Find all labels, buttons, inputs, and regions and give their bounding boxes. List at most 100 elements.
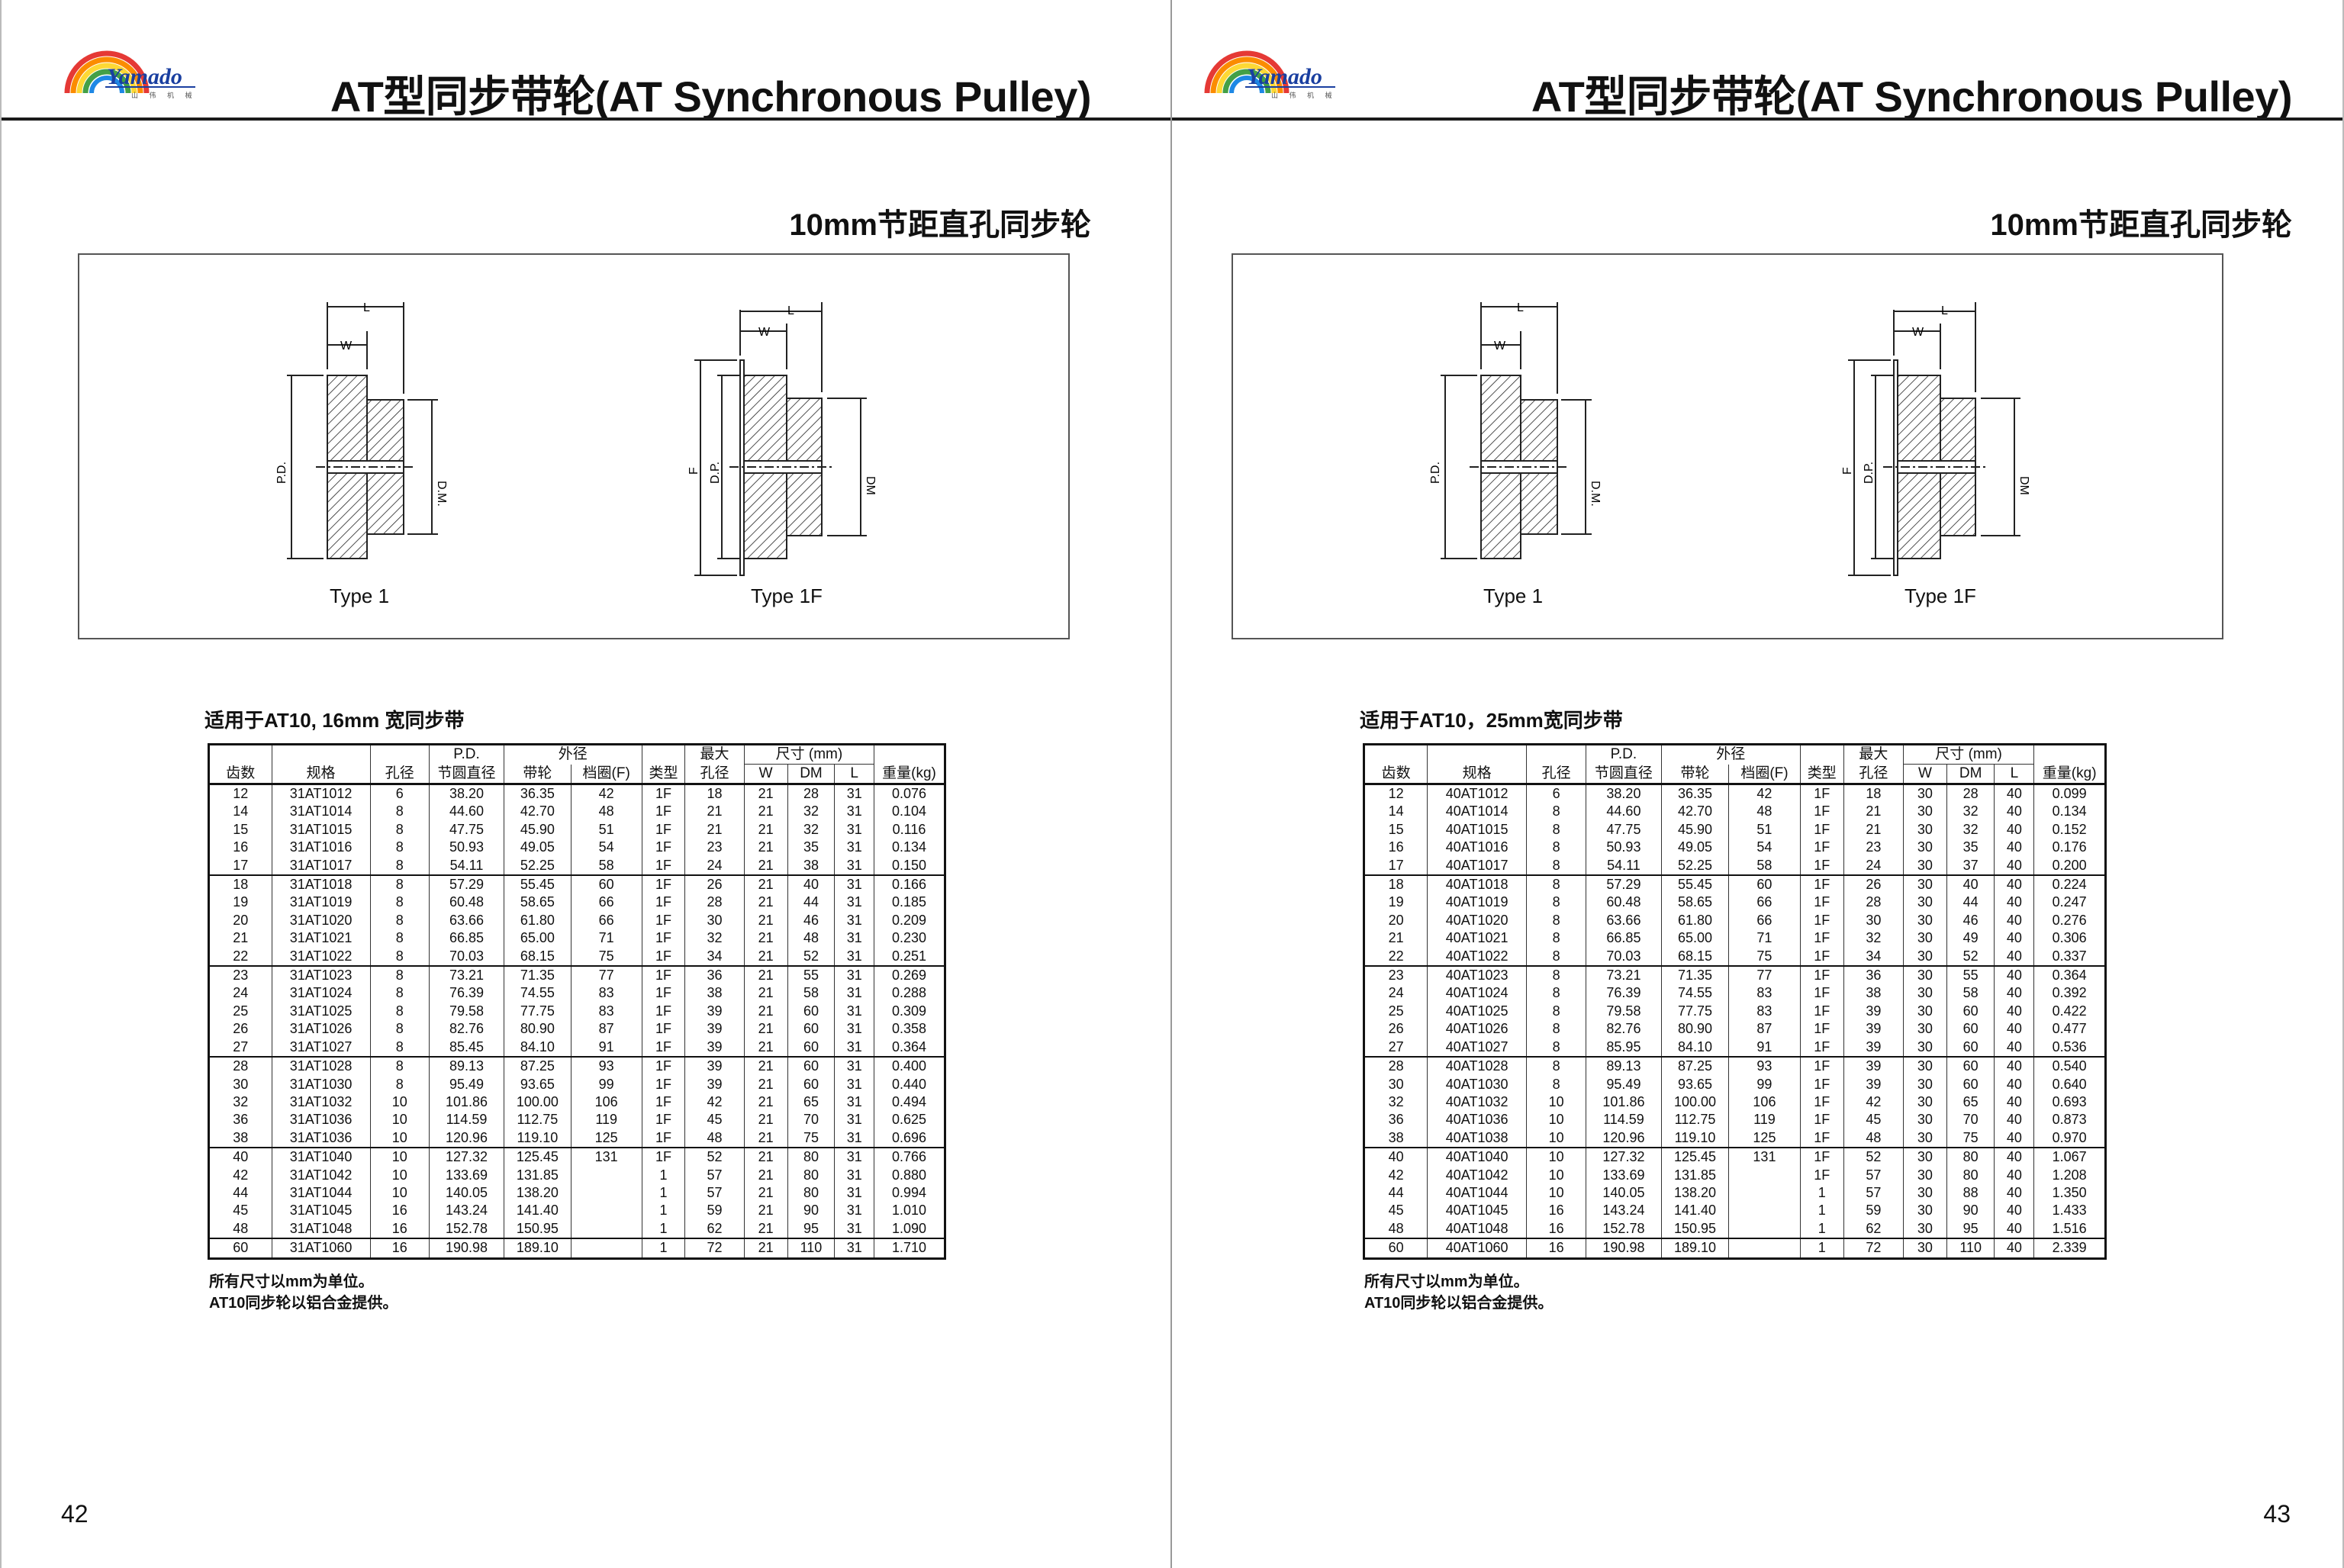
cell-model: 31AT1023 [271,965,371,985]
cell-teeth: 16 [233,839,249,855]
cell-model: 31AT1027 [271,1038,371,1058]
dim-l-label-1f: L [787,304,794,317]
cell-l: 31 [834,1020,874,1038]
header-pitch-diameter: 节圆直径 [1586,764,1662,785]
cell-teeth: 22 [233,948,249,964]
spec-table: P.D. 外径 最大 尺寸 (mm) 齿数 规格 孔径 节圆直径 带轮 档圈(F… [1363,743,2107,1260]
header-size: 尺寸 (mm) [743,744,874,765]
cell-belt-od: 84.10 [1660,1038,1729,1058]
cell-bore: 10 [369,1183,430,1203]
logo-subtext: 山 伟 机 械 [1271,92,1337,99]
cell-type: 1F [1799,984,1844,1003]
cell-l: 40 [1994,929,2034,948]
cell-flange-od: 48 [570,803,642,821]
header-dm: DM [787,764,835,785]
cell-type: 1F [641,1056,685,1076]
cell-flange-od: 60 [570,874,642,894]
cell-teeth: 27 [1388,1038,1404,1054]
cell-w: 21 [743,1056,788,1076]
cell-dm: 90 [787,1202,835,1220]
cell-max-bore: 72 [684,1238,745,1259]
cell-w: 30 [1902,984,1947,1003]
cell-pitch-diameter: 89.13 [1586,1056,1662,1076]
note-units: 所有尺寸以mm为单位。 [1364,1273,1529,1290]
cell-teeth: 18 [1364,874,1428,894]
cell-type: 1 [641,1238,685,1259]
cell-w: 21 [743,1219,788,1239]
cell-max-bore: 23 [1843,839,1904,857]
cell-dm: 44 [787,893,835,912]
cell-type: 1F [1799,911,1844,930]
logo-subtext: 山 伟 机 械 [131,92,197,99]
cell-max-bore: 38 [1843,984,1904,1003]
cell-belt-od: 119.10 [1660,1129,1729,1148]
cell-flange-od: 66 [570,893,642,912]
cell-max-bore: 24 [1843,856,1904,876]
cell-type: 1F [1799,839,1844,857]
cell-bore: 8 [1526,1002,1586,1021]
cell-pitch-diameter: 133.69 [428,1166,504,1184]
cell-belt-od: 52.25 [504,856,572,876]
cell-belt-od: 93.65 [504,1075,572,1093]
cell-max-bore: 59 [684,1202,745,1220]
cell-l: 31 [834,1166,874,1184]
cell-pitch-diameter: 73.21 [428,965,504,985]
cell-belt-od: 45.90 [504,820,572,839]
cell-type: 1F [1799,1111,1844,1129]
cell-bore: 16 [369,1202,430,1220]
cell-type: 1F [641,947,685,967]
cell-w: 21 [743,803,788,821]
cell-l: 31 [834,947,874,967]
cell-dm: 80 [1946,1147,1995,1167]
cell-max-bore: 45 [1843,1111,1904,1129]
cell-type: 1F [641,1002,685,1021]
cell-belt-od: 150.95 [1660,1219,1729,1239]
cell-weight: 0.477 [2033,1020,2106,1038]
cell-pitch-diameter: 114.59 [428,1111,504,1129]
cell-max-bore: 39 [1843,1075,1904,1093]
cell-max-bore: 26 [684,874,745,894]
cell-type: 1F [641,1093,685,1112]
cell-model: 31AT1018 [271,874,371,894]
cell-max-bore: 18 [684,784,745,803]
cell-pitch-diameter: 190.98 [428,1238,504,1259]
dim-dm-label: D.M. [1589,481,1602,507]
cell-bore: 8 [1526,1038,1586,1058]
cell-pitch-diameter: 47.75 [1586,820,1662,839]
cell-teeth: 12 [1388,786,1404,801]
cell-weight: 0.540 [2033,1056,2106,1076]
cell-type: 1F [1799,1002,1844,1021]
cell-w: 30 [1902,874,1947,894]
page-title: AT型同步带轮(AT Synchronous Pulley) [1531,72,2293,121]
cell-w: 30 [1902,1075,1947,1093]
cell-w: 30 [1902,803,1947,821]
cell-bore: 8 [1526,820,1586,839]
cell-l: 31 [834,803,874,821]
cell-pitch-diameter: 82.76 [1586,1020,1662,1038]
cell-max-bore: 34 [684,947,745,967]
cell-weight: 0.970 [2033,1129,2106,1148]
cell-w: 21 [743,1093,788,1112]
cell-pitch-diameter: 63.66 [428,911,504,930]
type1f-label: Type 1F [751,584,823,607]
cell-w: 30 [1902,1111,1947,1129]
cell-weight: 0.640 [2033,1075,2106,1093]
cell-teeth: 36 [1388,1112,1404,1128]
cell-dm: 32 [787,820,835,839]
cell-bore: 10 [1526,1129,1586,1148]
note-units: 所有尺寸以mm为单位。 [209,1273,374,1290]
cell-l: 31 [834,1219,874,1239]
cell-w: 30 [1902,1129,1947,1148]
cell-type: 1F [641,1075,685,1093]
cell-model: 31AT1042 [271,1166,371,1184]
cell-type: 1 [1799,1202,1844,1220]
header-max: 最大 [1843,744,1904,765]
cell-l: 31 [834,1056,874,1076]
cell-l: 40 [1994,1020,2034,1038]
